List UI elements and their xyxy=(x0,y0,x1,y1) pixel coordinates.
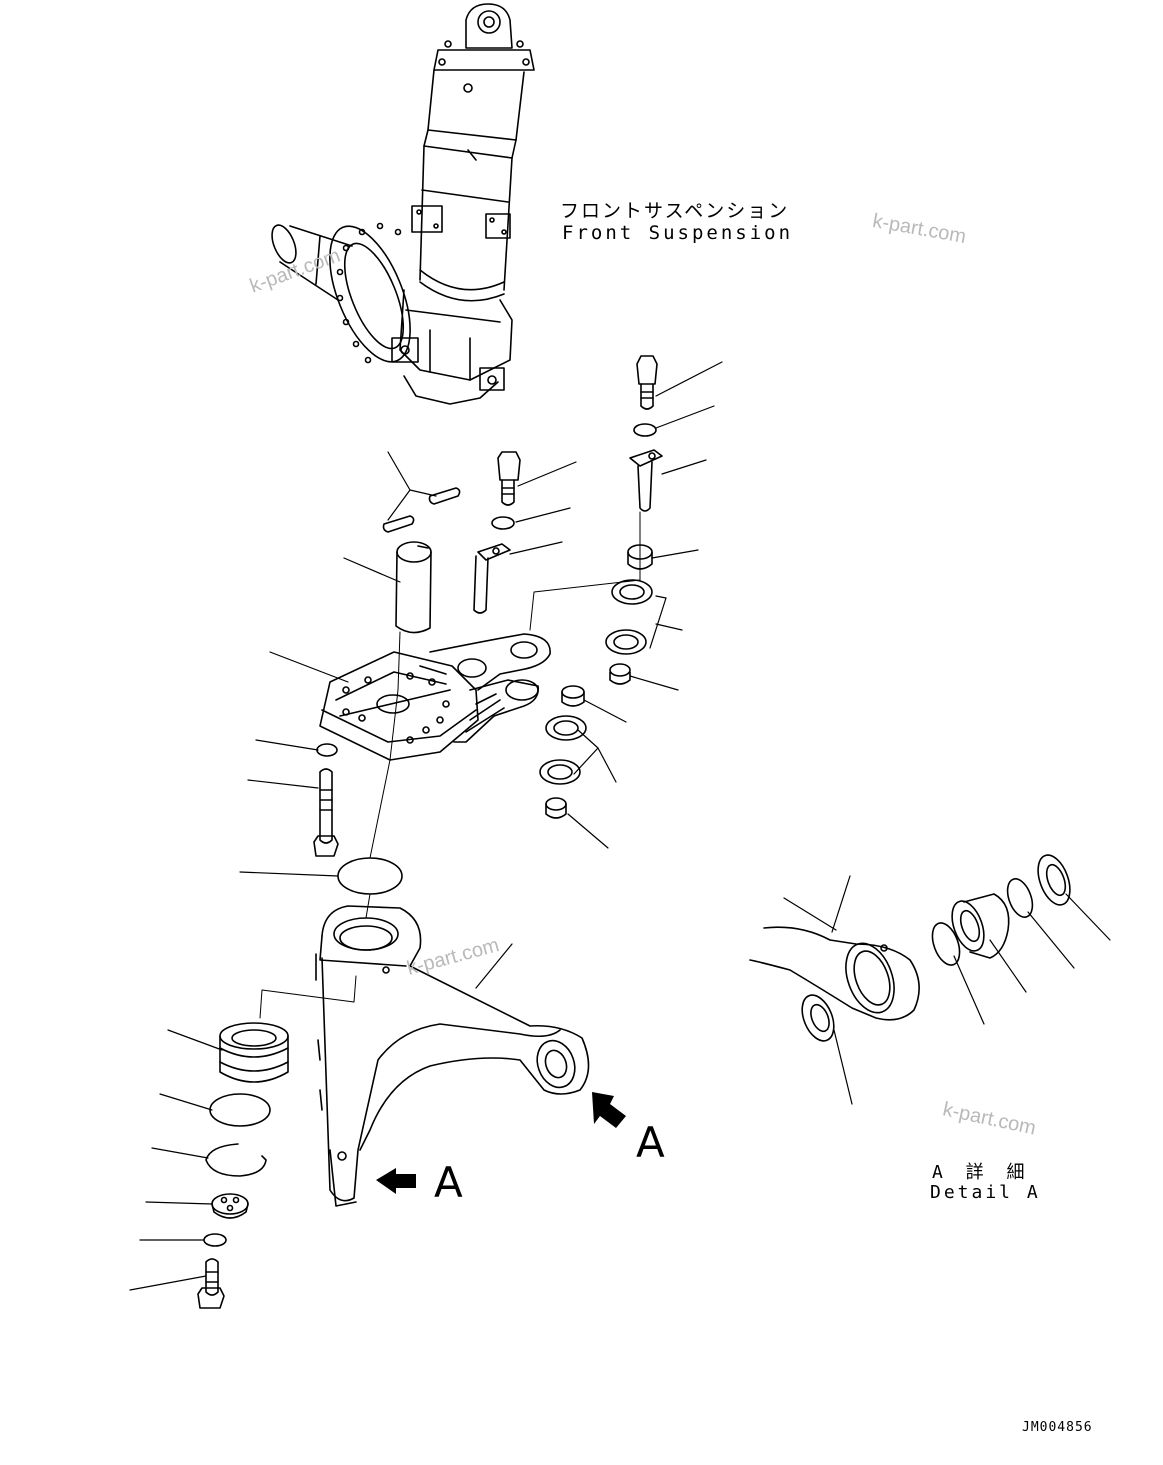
front-suspension-cylinder xyxy=(271,3,535,405)
detail-label-english: Detail A xyxy=(930,1182,1041,1203)
main-pin xyxy=(395,541,432,634)
seal-upper-1 xyxy=(611,579,653,605)
drawing-code: JM004856 xyxy=(1022,1420,1093,1435)
detail-a-seal-left xyxy=(801,994,835,1042)
pin-top-right xyxy=(629,449,663,512)
suspension-arm xyxy=(315,905,590,1207)
pin-center xyxy=(473,543,511,614)
assembly-lines xyxy=(259,511,641,1019)
detail-a-ring-1 xyxy=(931,922,961,966)
title-japanese: フロントサスペンション xyxy=(560,200,790,222)
o-ring xyxy=(337,857,403,895)
detail-label-japanese: A 詳 細 xyxy=(932,1162,1031,1183)
washer-top-right xyxy=(633,423,657,437)
detail-a-bearing xyxy=(951,893,1010,959)
detail-a-ring-2 xyxy=(1006,878,1034,918)
bushing-lower-2 xyxy=(545,797,567,819)
spherical-bearing xyxy=(219,1022,289,1083)
bolt-bottom xyxy=(197,1258,225,1309)
seal-lower-2 xyxy=(539,759,581,785)
detail-a-seal-right xyxy=(1037,854,1071,906)
bolt-top-right xyxy=(636,355,658,410)
snap-ring-2 xyxy=(205,1143,267,1177)
view-marker-label: A xyxy=(434,1158,463,1207)
retainer-plate xyxy=(211,1193,249,1219)
bolt-plate xyxy=(313,768,339,857)
washer-bottom xyxy=(203,1233,227,1247)
bushing-upper-2 xyxy=(609,663,631,685)
bolt-center xyxy=(497,451,521,506)
view-marker-label: A xyxy=(636,1118,665,1167)
view-arrow-icon xyxy=(592,1092,626,1128)
key-pair xyxy=(382,487,461,533)
seal-upper-2 xyxy=(605,629,647,655)
upper-plate-bracket xyxy=(319,633,551,761)
title-english: Front Suspension xyxy=(562,222,794,244)
detail-a-arm-end xyxy=(749,926,920,1021)
washer-center xyxy=(491,516,515,530)
seal-lower-1 xyxy=(545,715,587,741)
bushing-lower-1 xyxy=(561,685,585,707)
leader-lines xyxy=(129,361,1111,1291)
snap-ring-1 xyxy=(209,1093,271,1127)
washer-plate xyxy=(316,743,338,757)
view-arrow-icon xyxy=(376,1168,416,1194)
